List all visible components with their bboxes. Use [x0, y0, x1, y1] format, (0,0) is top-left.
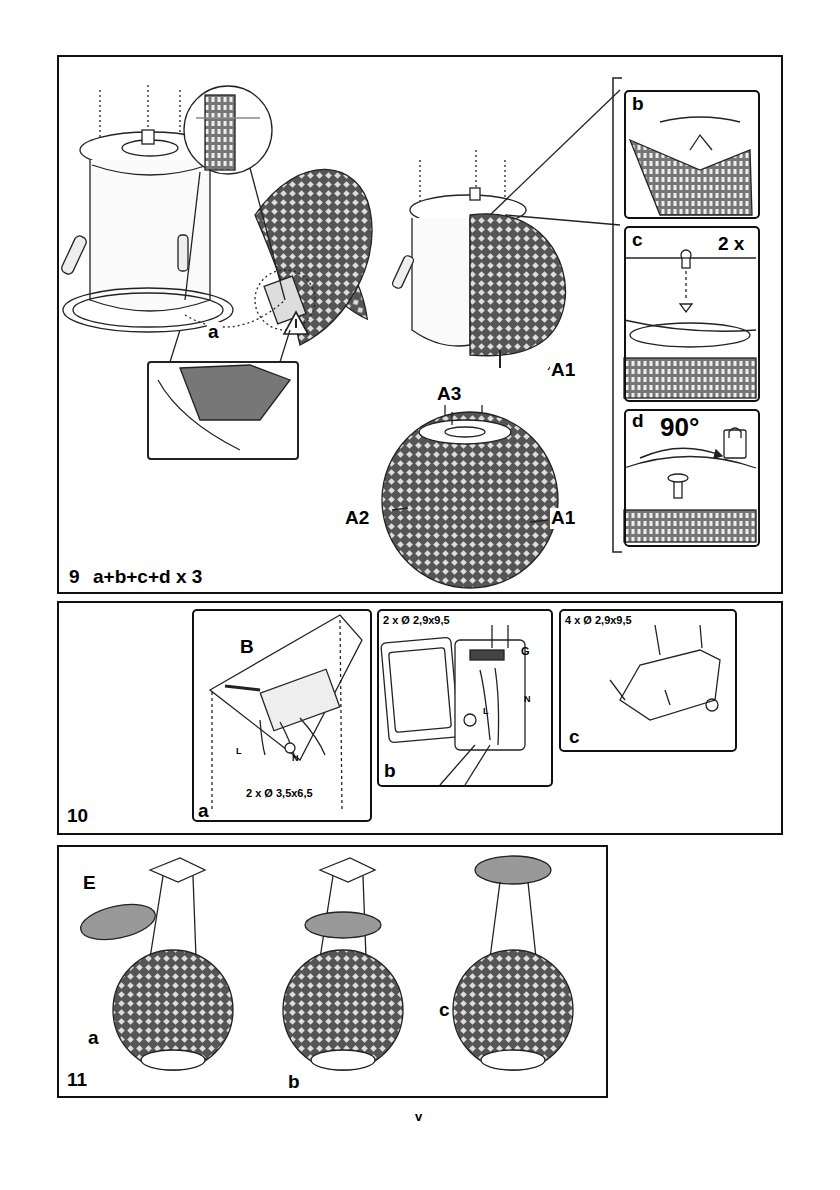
part-letter: E	[82, 873, 97, 894]
quantity: 2 x	[718, 234, 744, 255]
wire-name: L	[236, 747, 242, 757]
part-letter: B	[240, 637, 254, 658]
step-letter: a	[87, 1028, 100, 1049]
detail-inset: 2 x Ø 2,9x9,5G N Lb	[377, 609, 553, 787]
step-number: 10	[67, 806, 88, 827]
step-letter: d	[632, 411, 644, 432]
wire-name: N	[292, 754, 299, 764]
step-letter: a	[198, 801, 209, 822]
panel-frame: 9 a+b+c+d x 3 b c 2 x d 90°	[57, 55, 783, 594]
part-label: A3	[436, 384, 462, 405]
screw-spec: 4 x Ø 2,9x9,5	[565, 614, 632, 626]
detail-inset: a B L N 2 x Ø 3,5x6,5	[192, 609, 372, 822]
detail-inset: 4 x Ø 2,9x9,5 c	[559, 609, 737, 752]
wire-name: L	[483, 707, 489, 717]
wire-name: N	[524, 695, 531, 705]
step-letter: c	[632, 230, 643, 251]
page-number: v	[414, 1110, 423, 1124]
step-sequence: a+b+c+d x 3	[93, 567, 202, 588]
step-letter: c	[569, 727, 580, 748]
step-letter: b	[287, 1072, 301, 1093]
step-letter: c	[438, 1000, 451, 1021]
detail-inset: d 90°	[624, 409, 760, 547]
part-label: A1	[550, 360, 576, 381]
screw-spec: 2 x Ø 3,5x6,5	[246, 787, 313, 799]
step-letter: a	[207, 322, 220, 343]
step-number: 9	[69, 567, 80, 588]
detail-inset: c 2 x	[624, 226, 760, 402]
part-label: A2	[344, 508, 370, 529]
part-letter: G	[521, 645, 530, 657]
detail-inset: b	[624, 90, 760, 219]
panel-frame: 11	[57, 845, 608, 1098]
panel-frame: 10 a B L N 2 x Ø 3,5x6,5 2 x Ø 2,9x9,5G N Lb 4 x …	[57, 601, 783, 835]
step-number: 11	[67, 1070, 87, 1091]
part-label: A1	[550, 508, 576, 529]
angle: 90°	[660, 413, 699, 442]
step-letter: b	[632, 94, 644, 115]
screw-spec: 2 x Ø 2,9x9,5	[383, 614, 450, 626]
step-letter: b	[384, 761, 396, 782]
